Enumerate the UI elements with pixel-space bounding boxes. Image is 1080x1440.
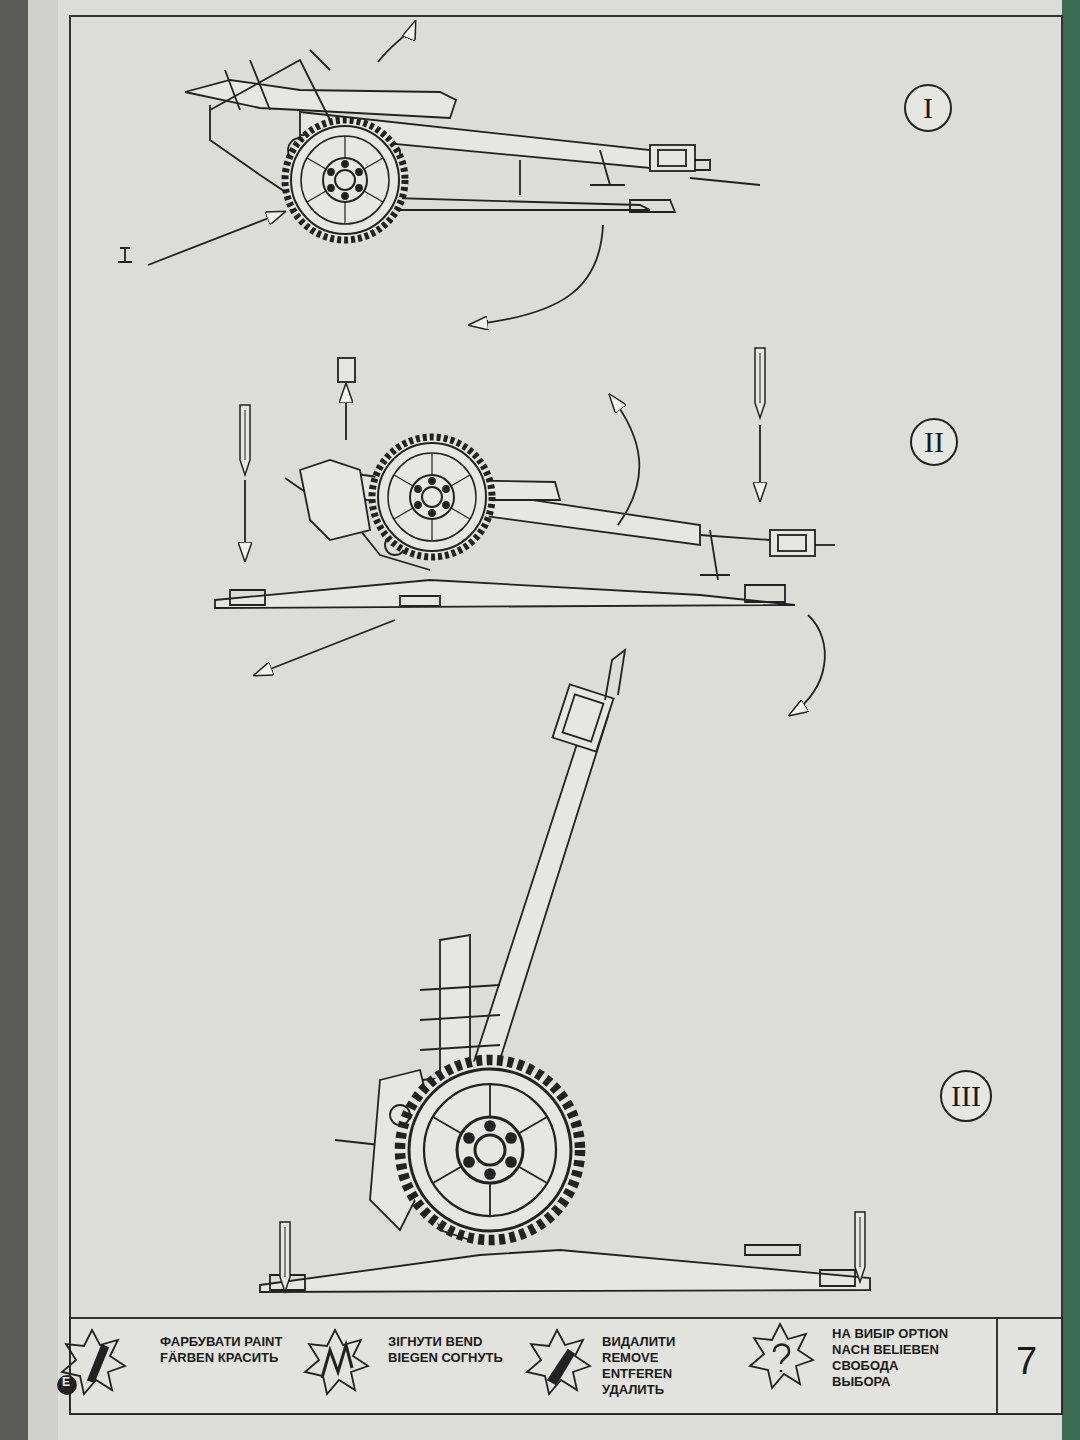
step-numeral: II [924, 427, 944, 457]
paint-code-letter: E [62, 1376, 70, 1388]
legend-text: ФАРБУВАТИ PAINT FÄRBEN КРАСИТЬ [160, 1334, 288, 1366]
legend-text: НА ВИБІР OPTION NACH BELIEBEN СВОБОДА ВЫ… [832, 1326, 960, 1390]
step-numeral: III [951, 1081, 981, 1111]
legend-text: ЗІГНУТИ BEND BIEGEN СОГНУТЬ [388, 1334, 516, 1366]
step-number-circle: II [910, 418, 958, 466]
legend-text: ВИДАЛИТИ REMOVE ENTFEREN УДАЛИТЬ [602, 1334, 730, 1398]
page-number: 7 [1016, 1342, 1037, 1380]
step-number-circle: III [940, 1070, 992, 1122]
step-number-circle: I [904, 84, 952, 132]
step-numeral: I [923, 93, 933, 123]
